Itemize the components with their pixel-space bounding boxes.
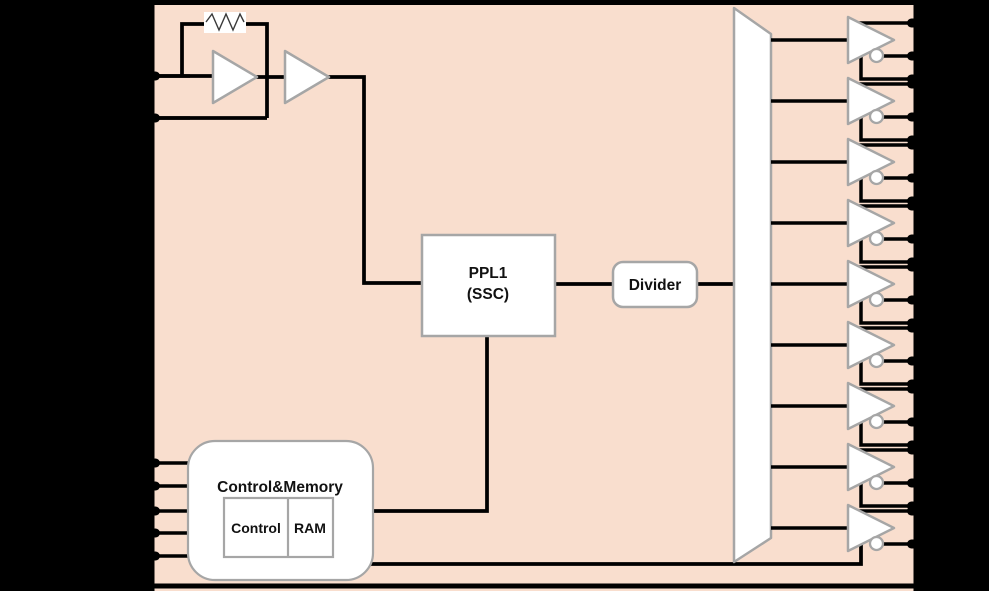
pll-sublabel: (SSC)	[467, 286, 509, 303]
pll-label: PPL1	[469, 265, 508, 282]
mux-trapezoid	[732, 6, 773, 564]
pll-chain: PPL1 (SSC) Divider	[374, 233, 736, 513]
control-ram-box	[222, 496, 335, 559]
resistor-box	[204, 12, 246, 33]
wire-pll-to-control	[374, 336, 489, 513]
divider-label: Divider	[629, 277, 682, 294]
output-buffer-bank	[769, 15, 926, 553]
wire-control-to-buffer	[371, 544, 863, 566]
xtal-feedback-resistor-icon	[205, 12, 245, 32]
pin-stub	[907, 506, 924, 516]
wire-osc-to-pll	[327, 75, 423, 285]
control-memory-title: Control&Memory	[217, 479, 343, 496]
pll-block	[420, 233, 557, 338]
output-buffer-last	[771, 503, 924, 553]
ram-label: RAM	[294, 520, 326, 536]
inversion-bubble-icon	[868, 535, 885, 552]
divider-block	[611, 260, 699, 309]
control-memory-section: Control&Memory Control RAM	[141, 439, 863, 582]
pin-stub	[907, 539, 924, 549]
control-label: Control	[231, 520, 281, 536]
osc-amplifier-icon	[211, 49, 259, 105]
osc-buffer-icon	[283, 49, 331, 105]
oscillator-section	[141, 12, 423, 285]
